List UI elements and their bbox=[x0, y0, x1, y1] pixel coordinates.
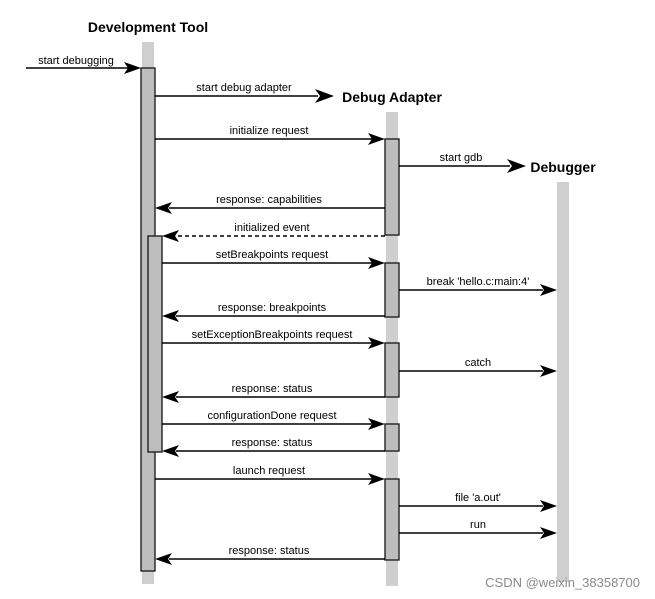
arrowhead-launch-request bbox=[368, 473, 385, 485]
arrowhead-break-hello bbox=[540, 284, 557, 296]
activation-adapter-setexceptionbreakpoints bbox=[384, 342, 400, 398]
arrowhead-initialized-event bbox=[162, 230, 179, 242]
arrowhead-catch bbox=[540, 365, 557, 377]
arrowhead-setexceptionbreakpoints-request bbox=[368, 337, 385, 349]
label-response-status-2: response: status bbox=[232, 437, 313, 449]
activation-adapter-configurationdone bbox=[384, 423, 400, 452]
arrowhead-start-debug-adapter bbox=[315, 89, 334, 103]
watermark-text: CSDN @weixin_38358700 bbox=[485, 575, 640, 590]
arrowhead-setbreakpoints-request bbox=[368, 257, 385, 269]
label-launch-request: launch request bbox=[233, 465, 305, 477]
label-start-debugging: start debugging bbox=[38, 55, 114, 67]
activation-adapter-initialize bbox=[384, 138, 400, 236]
label-initialized-event: initialized event bbox=[234, 222, 309, 234]
activation-adapter-launch bbox=[384, 478, 400, 561]
label-response-breakpoints: response: breakpoints bbox=[218, 302, 327, 314]
arrowhead-file-aout bbox=[540, 500, 557, 512]
label-response-capabilities: response: capabilities bbox=[216, 194, 322, 206]
label-initialize-request: initialize request bbox=[230, 125, 309, 137]
arrowhead-response-status-1 bbox=[162, 391, 179, 403]
label-response-status-3: response: status bbox=[229, 545, 310, 557]
label-response-status-1: response: status bbox=[232, 383, 313, 395]
label-configurationdone-request: configurationDone request bbox=[207, 410, 336, 422]
label-setexceptionbreakpoints-request: setExceptionBreakpoints request bbox=[192, 329, 353, 341]
arrowhead-run bbox=[540, 527, 557, 539]
label-setbreakpoints-request: setBreakpoints request bbox=[216, 249, 329, 261]
participant-debug-adapter: Debug Adapter bbox=[342, 89, 442, 105]
label-start-gdb: start gdb bbox=[440, 152, 483, 164]
lifeline-debugger bbox=[557, 182, 569, 582]
participant-debugger: Debugger bbox=[530, 159, 596, 175]
arrowhead-configurationdone-request bbox=[368, 418, 385, 430]
label-file-aout: file 'a.out' bbox=[455, 492, 501, 504]
arrowhead-response-breakpoints bbox=[162, 310, 179, 322]
activation-adapter-setbreakpoints bbox=[384, 262, 400, 318]
arrowhead-response-status-3 bbox=[155, 553, 172, 565]
label-run: run bbox=[470, 519, 486, 531]
activation-tool-config bbox=[147, 235, 163, 453]
arrowhead-start-gdb bbox=[507, 159, 526, 173]
label-catch: catch bbox=[465, 357, 491, 369]
label-start-debug-adapter: start debug adapter bbox=[196, 82, 292, 94]
participant-development-tool: Development Tool bbox=[88, 19, 208, 35]
arrowhead-response-capabilities bbox=[155, 202, 172, 214]
arrowhead-start-debugging bbox=[124, 62, 141, 74]
arrowhead-initialize-request bbox=[368, 133, 385, 145]
arrowhead-response-status-2 bbox=[162, 445, 179, 457]
label-break-hello: break 'hello.c:main:4' bbox=[427, 276, 530, 288]
